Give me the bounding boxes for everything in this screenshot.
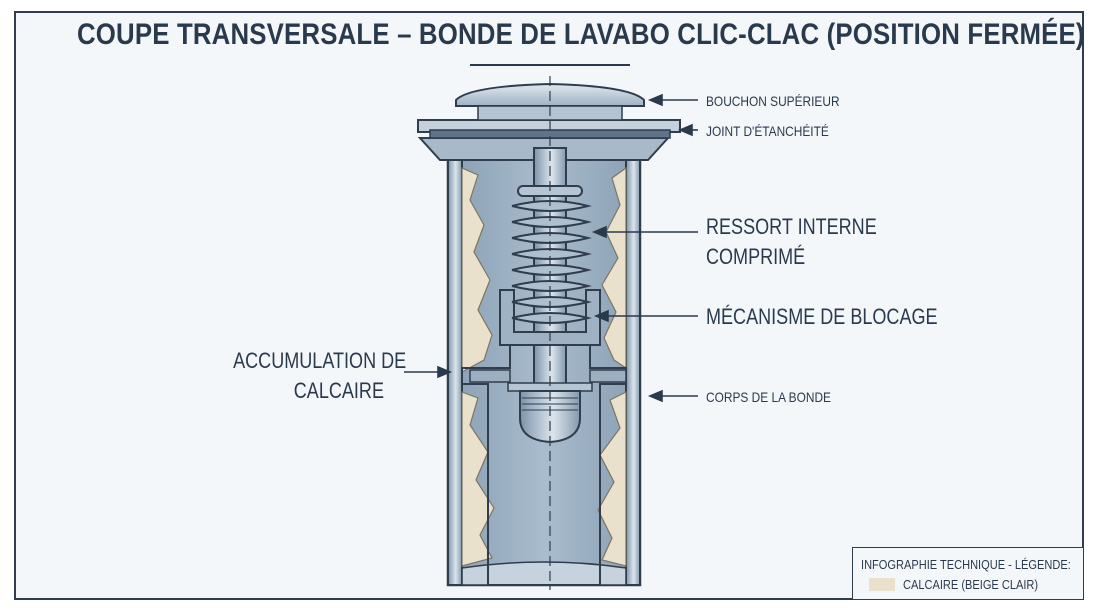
legend-limescale-label: CALCAIRE (BEIGE CLAIR) <box>903 577 1039 592</box>
label-limescale-line2: CALCAIRE <box>293 378 384 403</box>
legend-title: INFOGRAPHIE TECHNIQUE - LÉGENDE: <box>861 557 1071 572</box>
label-spring-line1: RESSORT INTERNE <box>706 214 877 239</box>
legend-limescale-swatch <box>869 578 895 591</box>
label-seal: JOINT D'ÉTANCHÉITÉ <box>706 123 829 139</box>
legend-box: INFOGRAPHIE TECHNIQUE - LÉGENDE: CALCAIR… <box>852 547 1084 600</box>
limescale-deposits <box>461 166 627 567</box>
label-body: CORPS DE LA BONDE <box>706 389 831 405</box>
label-spring: RESSORT INTERNE COMPRIMÉ <box>706 212 877 272</box>
label-limescale-line1: ACCUMULATION DE <box>233 348 407 373</box>
compressed-spring <box>511 185 592 324</box>
label-limescale: ACCUMULATION DE CALCAIRE <box>233 346 407 406</box>
valve-head <box>507 382 593 444</box>
label-spring-line2: COMPRIMÉ <box>706 244 806 269</box>
leader-arrows <box>404 93 698 403</box>
label-top-plug: BOUCHON SUPÉRIEUR <box>706 93 840 109</box>
label-locking: MÉCANISME DE BLOCAGE <box>706 304 938 329</box>
title-underline <box>470 64 630 66</box>
diagram-title: COUPE TRANSVERSALE – BONDE DE LAVABO CLI… <box>77 18 1085 51</box>
